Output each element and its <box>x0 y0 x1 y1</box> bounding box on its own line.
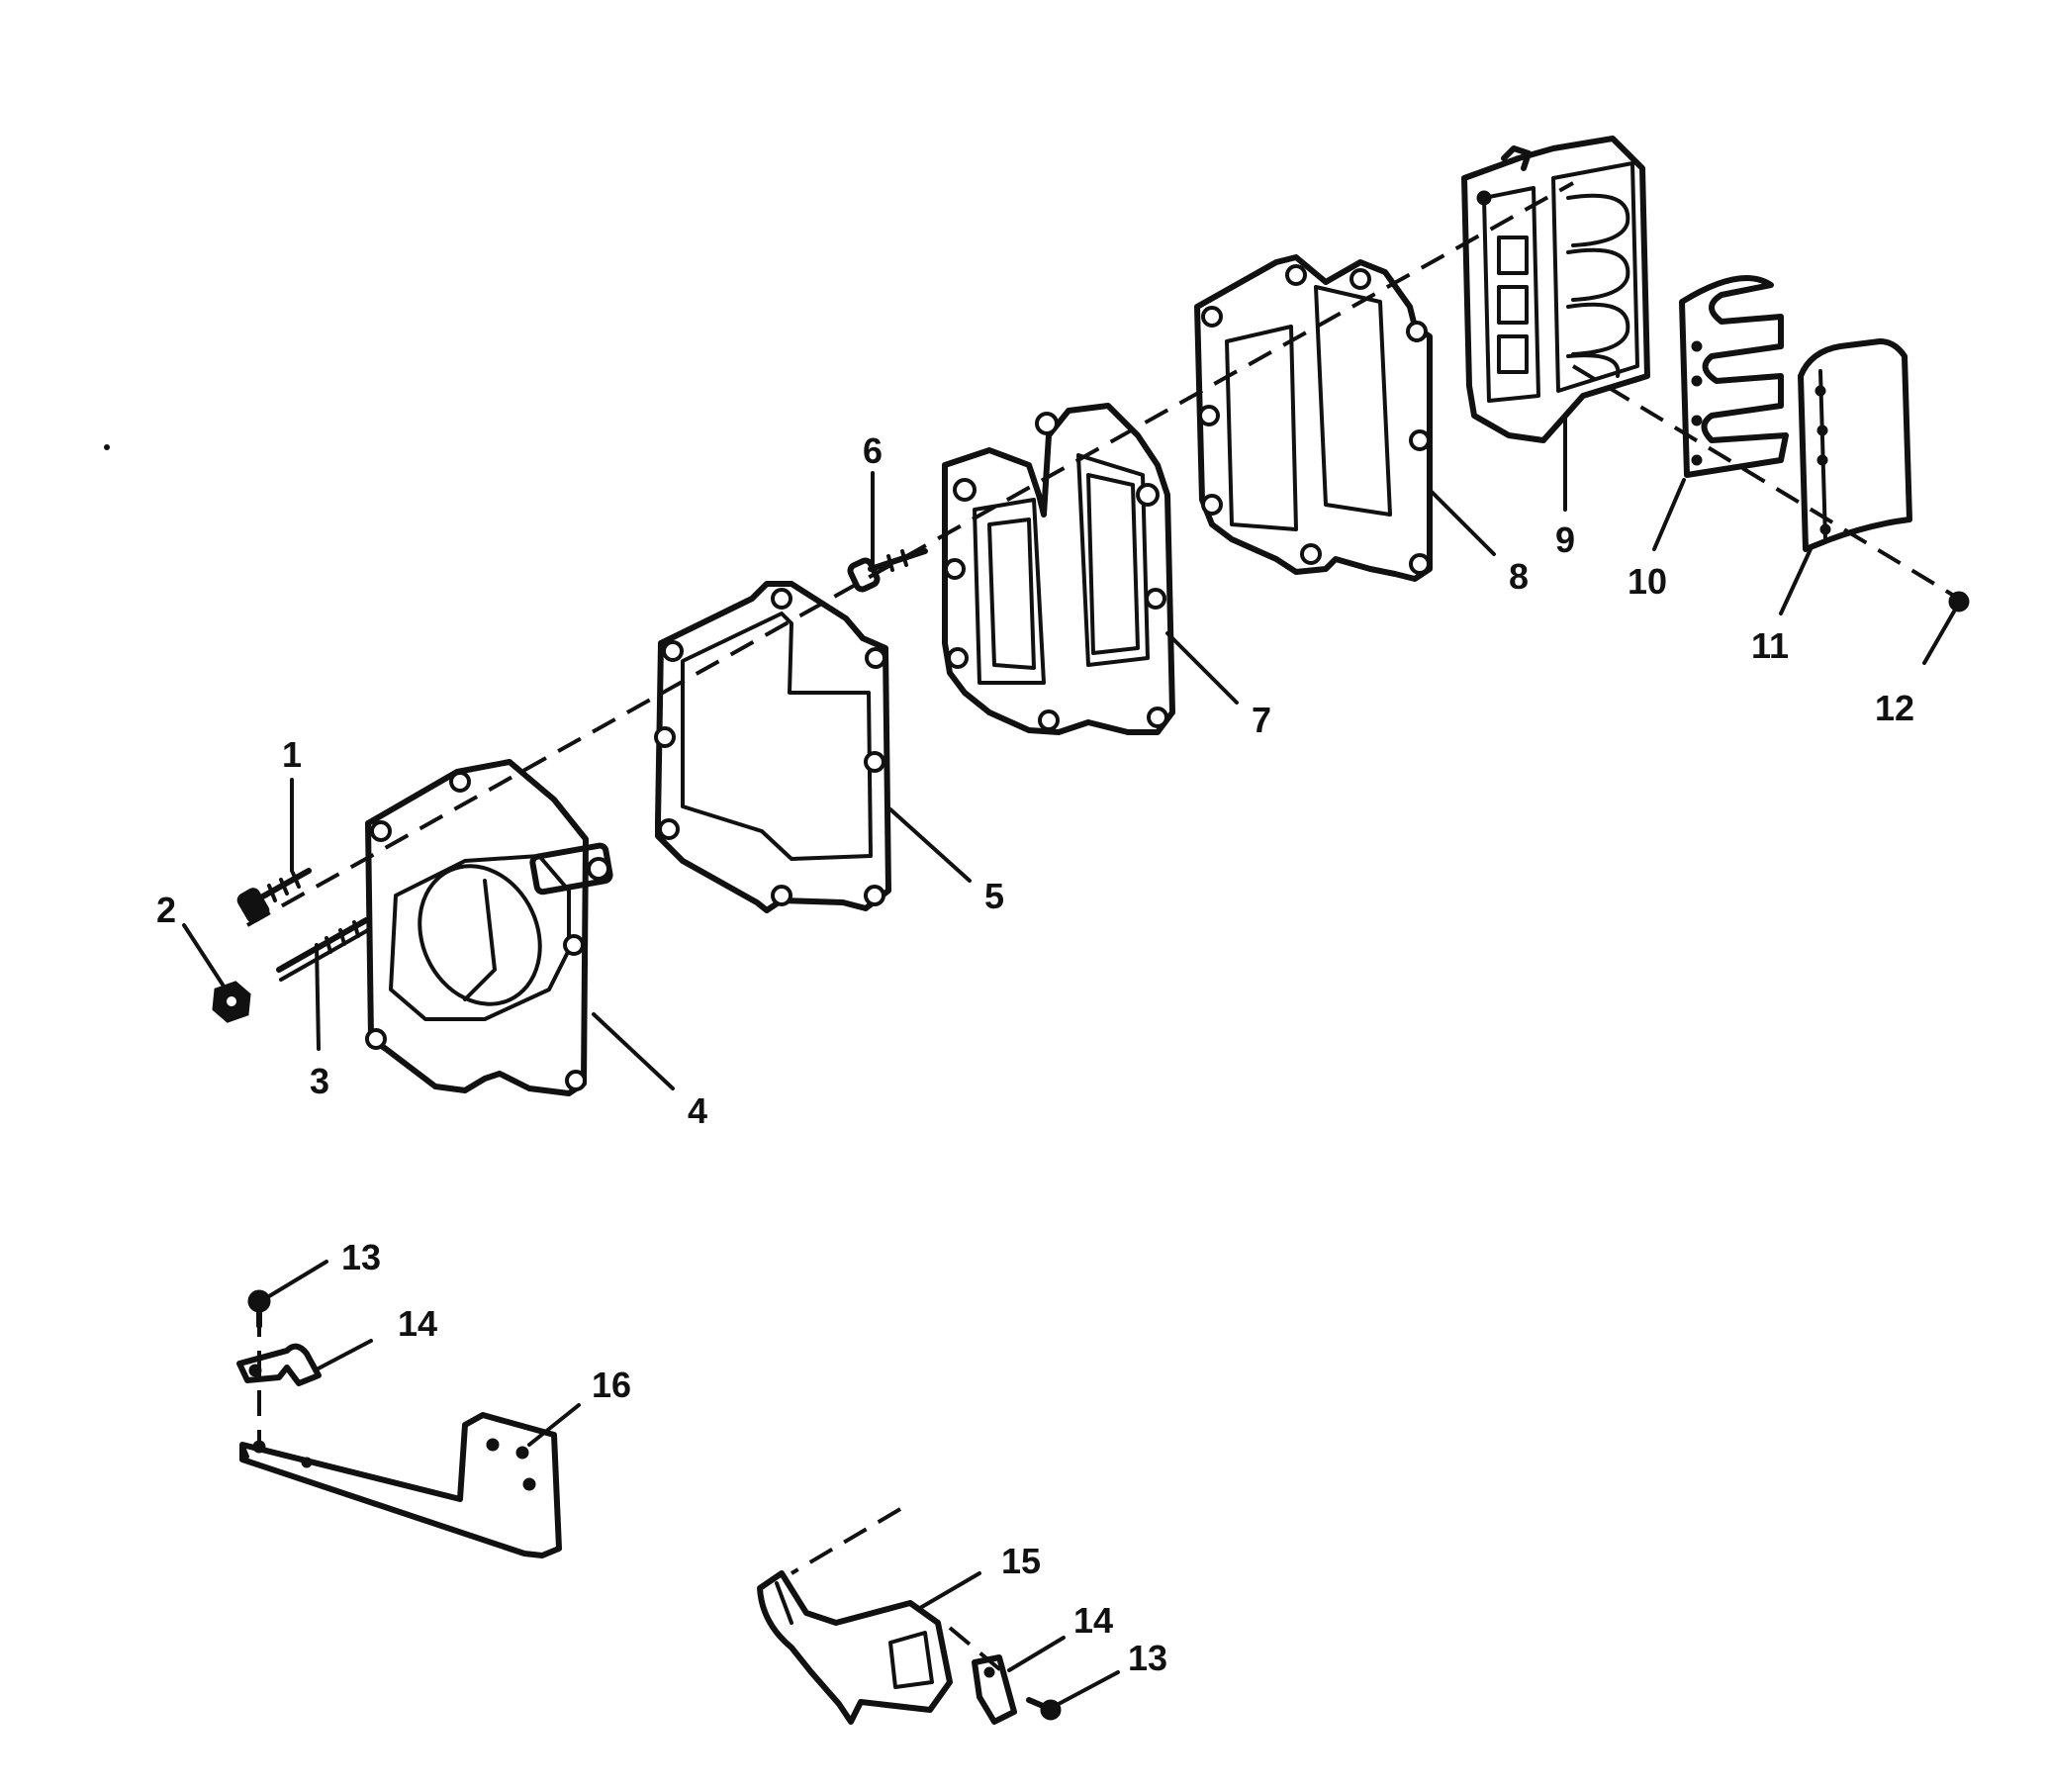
leader-lines <box>182 414 1956 1706</box>
part-10-reed-petals <box>1679 274 1789 478</box>
callout-5: 5 <box>984 876 1004 916</box>
callout-10: 10 <box>1628 561 1667 602</box>
part-16-bracket <box>239 1412 562 1558</box>
stray-dot <box>104 444 110 450</box>
callout-13-upper: 13 <box>341 1237 381 1277</box>
part-14-clamp-upper <box>236 1343 322 1386</box>
callout-1: 1 <box>282 734 302 775</box>
callout-16: 16 <box>592 1365 631 1405</box>
part-13-screw-lower <box>1026 1697 1062 1721</box>
part-3-stud <box>276 917 370 982</box>
part-5-gasket <box>654 581 891 913</box>
part-8-gasket <box>1194 254 1433 582</box>
callout-12: 12 <box>1875 688 1914 728</box>
part-14-clamp-lower <box>972 1654 1017 1725</box>
callout-3: 3 <box>310 1061 329 1101</box>
callout-6: 6 <box>863 430 883 471</box>
callout-14-upper: 14 <box>398 1303 437 1344</box>
callout-14-lower: 14 <box>1073 1600 1113 1641</box>
part-2-nut <box>212 981 251 1023</box>
part-13-screw-upper <box>247 1289 271 1329</box>
callout-4: 4 <box>688 1090 707 1131</box>
part-11-reed-stop <box>1798 338 1912 552</box>
callout-11: 11 <box>1751 625 1789 666</box>
part-1-screw <box>236 868 312 923</box>
part-4-adapter-housing <box>365 759 613 1096</box>
part-7-reed-plate <box>942 403 1175 735</box>
callout-13-lower: 13 <box>1128 1638 1167 1678</box>
callout-2: 2 <box>156 890 176 930</box>
part-12-screw <box>1948 591 1970 613</box>
callout-7: 7 <box>1252 700 1271 740</box>
part-9-reed-block <box>1461 136 1650 443</box>
callout-8: 8 <box>1509 556 1529 597</box>
callout-labels: 1 2 3 4 5 6 7 8 9 10 11 12 13 14 16 15 1… <box>156 430 1914 1678</box>
callout-9: 9 <box>1555 519 1575 560</box>
part-15-bracket <box>757 1570 953 1725</box>
part-6-screw <box>847 548 928 593</box>
callout-15: 15 <box>1001 1541 1041 1581</box>
